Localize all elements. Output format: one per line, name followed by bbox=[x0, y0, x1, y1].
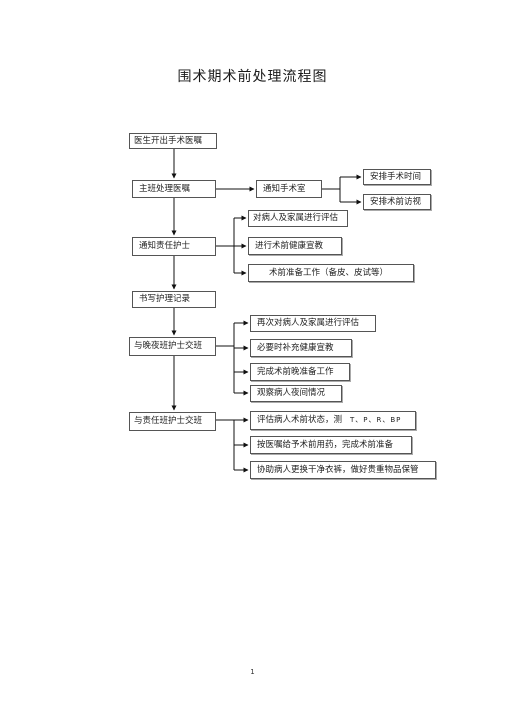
node-give-meds-label: 按医嘱给予术前用药，完成术前准备 bbox=[257, 439, 394, 450]
node-notify-nurse-label: 通知责任护士 bbox=[139, 241, 191, 252]
node-doctor-order: 医生开出手术医嘱 bbox=[129, 133, 217, 149]
node-main-nurse-label: 主班处理医嘱 bbox=[139, 183, 191, 194]
node-night-prep: 完成术前晚准备工作 bbox=[250, 363, 350, 381]
node-notify-or: 通知手术室 bbox=[256, 180, 322, 198]
node-arrange-visit-label: 安排术前访视 bbox=[370, 196, 422, 207]
node-night-handover-label: 与晚夜班护士交班 bbox=[134, 341, 203, 352]
node-eval-state-label: 评估病人术前状态，测 bbox=[257, 415, 343, 426]
node-reassess: 再次对病人及家属进行评估 bbox=[250, 315, 376, 332]
node-observe-night-label: 观察病人夜间情况 bbox=[257, 388, 326, 399]
node-assess-family-label: 对病人及家属进行评估 bbox=[253, 213, 339, 224]
node-nursing-record: 书写护理记录 bbox=[132, 291, 216, 308]
node-arrange-time-label: 安排手术时间 bbox=[370, 171, 422, 182]
node-arrange-visit: 安排术前访视 bbox=[363, 194, 431, 210]
node-night-handover: 与晚夜班护士交班 bbox=[129, 337, 216, 356]
node-change-clothes-label: 协助病人更换干净衣裤，做好贵重物品保管 bbox=[257, 464, 419, 475]
node-give-meds: 按医嘱给予术前用药，完成术前准备 bbox=[250, 436, 412, 454]
node-health-edu-label: 进行术前健康宣教 bbox=[255, 240, 324, 251]
diagram-title: 围术期术前处理流程图 bbox=[177, 69, 328, 85]
node-arrange-time: 安排手术时间 bbox=[363, 169, 431, 185]
node-preop-prep-label: 术前准备工作（备皮、皮试等） bbox=[269, 267, 389, 278]
node-duty-handover: 与责任班护士交班 bbox=[129, 412, 216, 431]
node-observe-night: 观察病人夜间情况 bbox=[250, 385, 342, 402]
node-main-nurse: 主班处理医嘱 bbox=[132, 180, 216, 198]
node-night-prep-label: 完成术前晚准备工作 bbox=[257, 366, 334, 377]
node-preop-prep: 术前准备工作（备皮、皮试等） bbox=[248, 264, 414, 282]
node-notify-or-label: 通知手术室 bbox=[263, 183, 306, 194]
node-change-clothes: 协助病人更换干净衣裤，做好贵重物品保管 bbox=[250, 461, 436, 479]
page-number: 1 bbox=[250, 668, 255, 676]
node-eval-state: 评估病人术前状态，测 T、P、R、BP bbox=[250, 411, 416, 430]
node-notify-nurse: 通知责任护士 bbox=[132, 237, 216, 256]
node-nursing-record-label: 书写护理记录 bbox=[139, 294, 191, 305]
node-reassess-label: 再次对病人及家属进行评估 bbox=[257, 318, 360, 329]
node-health-edu: 进行术前健康宣教 bbox=[248, 237, 342, 255]
node-assess-family: 对病人及家属进行评估 bbox=[248, 210, 348, 227]
node-extra-edu: 必要时补充健康宣教 bbox=[250, 339, 352, 357]
node-duty-handover-label: 与责任班护士交班 bbox=[134, 416, 203, 427]
node-extra-edu-label: 必要时补充健康宣教 bbox=[257, 342, 334, 353]
node-doctor-order-label: 医生开出手术医嘱 bbox=[134, 135, 203, 146]
node-eval-vitals-label: T、P、R、BP bbox=[350, 416, 402, 424]
